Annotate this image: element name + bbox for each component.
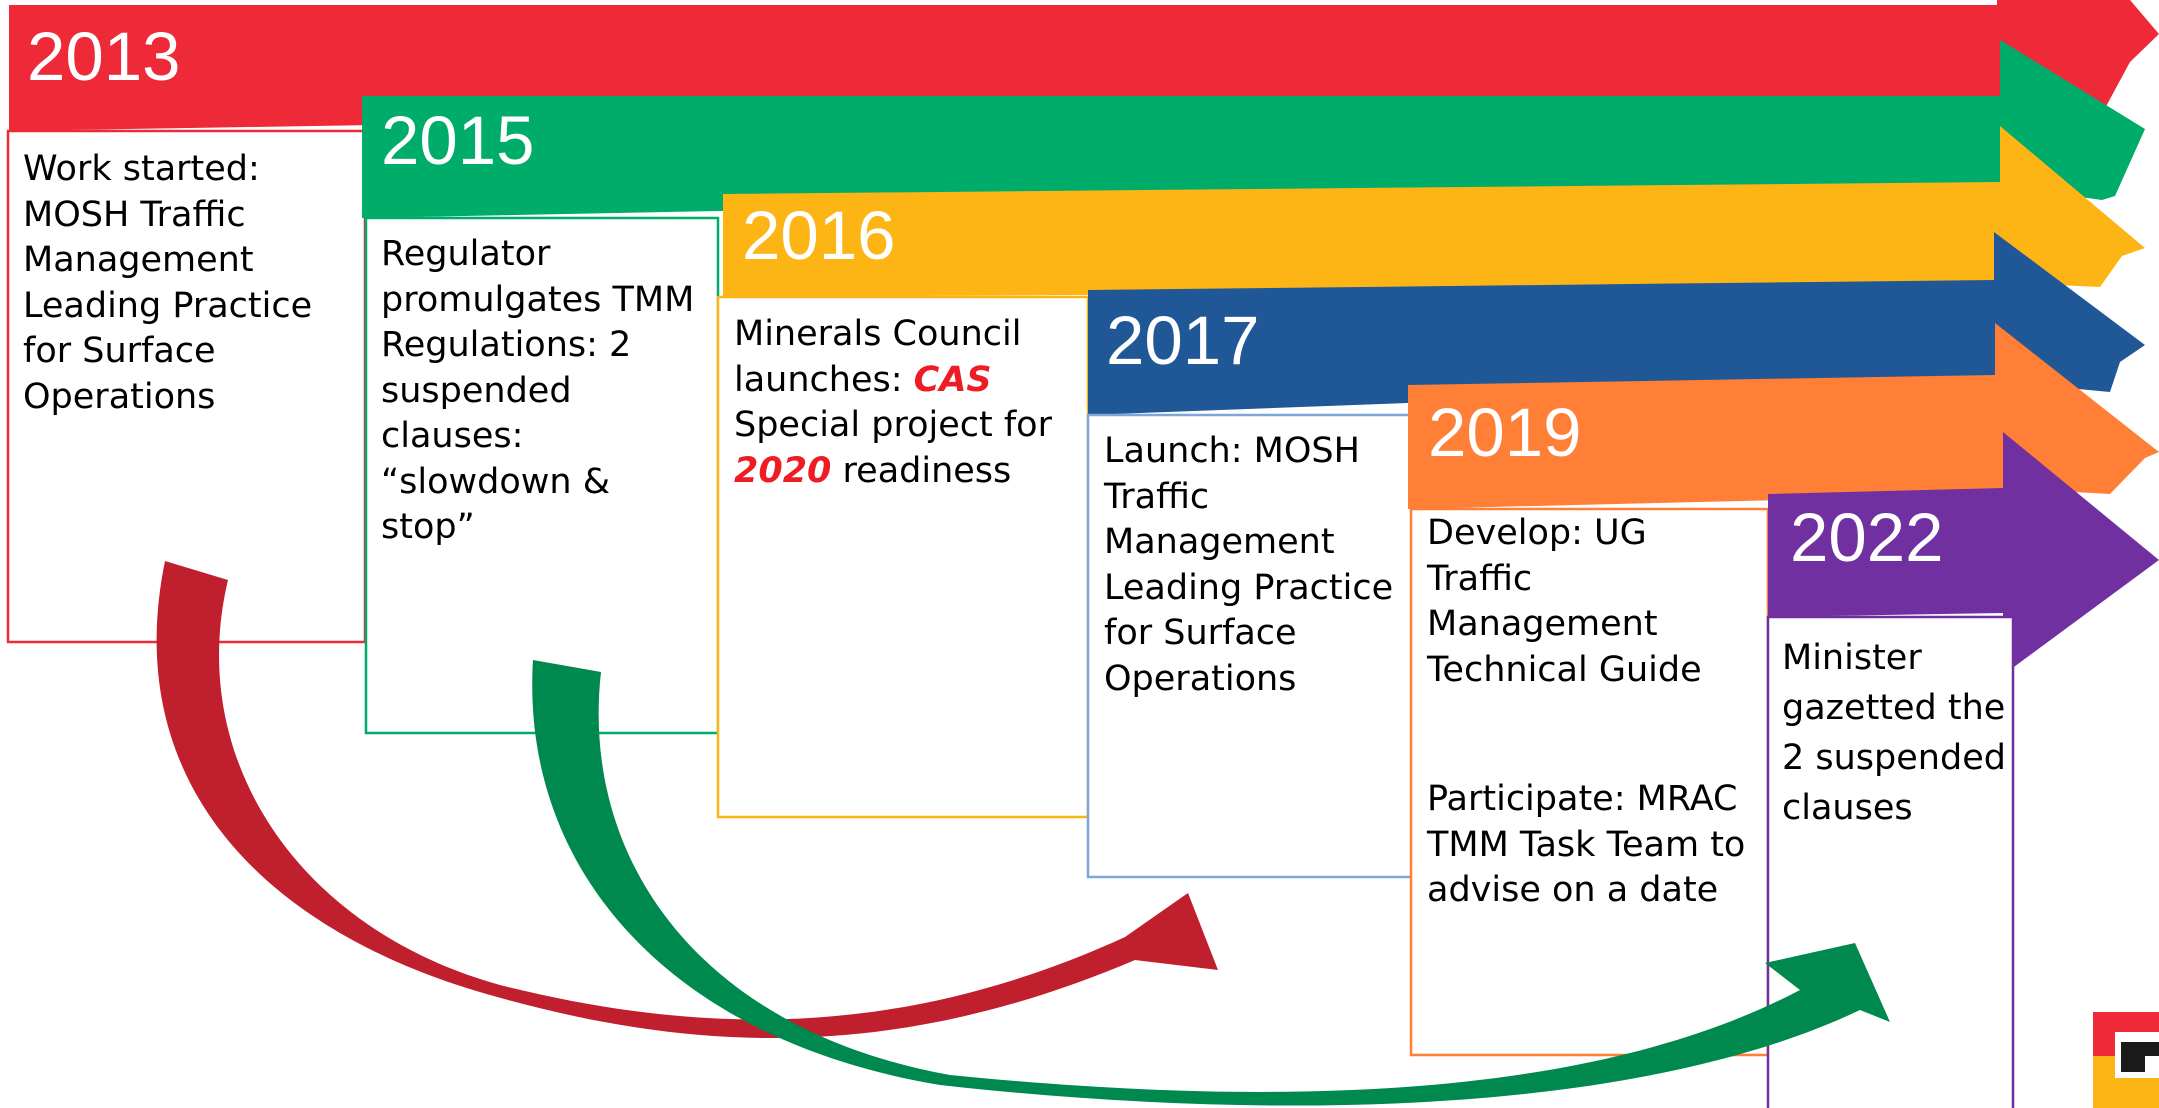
description-line: Special project for	[734, 405, 1052, 445]
box-2019	[1409, 507, 1770, 1057]
year-2022: 2022	[1790, 499, 1944, 576]
year-2013: 2013	[27, 18, 181, 95]
description-2019-participate: Participate: MRAC TMM Task Team to advis…	[1427, 777, 1745, 914]
description-2017: Launch: MOSH Traffic Management Leading …	[1104, 429, 1393, 702]
description-line: stop”	[381, 507, 475, 547]
band-2016	[723, 126, 2145, 297]
description-line: launches: CAS	[734, 358, 1052, 404]
cas-highlight: CAS	[913, 359, 992, 400]
description-line: Leading Practice	[1104, 567, 1394, 608]
description-line: Participate: MRAC	[1427, 779, 1738, 819]
description-line: for Surface	[1104, 613, 1297, 653]
year-2017: 2017	[1106, 302, 1260, 379]
description-line: 2 suspended	[1782, 738, 2006, 778]
description-line: Launch: MOSH	[1104, 431, 1360, 471]
year-2015: 2015	[381, 102, 535, 179]
year-2016: 2016	[742, 197, 896, 274]
year-2020-highlight: 2020	[734, 450, 832, 491]
description-line: TMM Task Team to	[1427, 824, 1746, 865]
description-2016: Minerals Council launches: CAS Special p…	[734, 312, 1052, 494]
description-line: Operations	[23, 376, 216, 417]
description-line: Technical Guide	[1427, 649, 1702, 690]
band-2015	[362, 40, 2145, 218]
description-line: promulgates TMM	[381, 279, 695, 320]
box-2017	[1086, 413, 1414, 879]
description-line: Management	[1104, 522, 1335, 562]
box-2016	[716, 295, 1090, 819]
description-text: launches:	[734, 359, 914, 400]
description-line: Management	[1427, 604, 1658, 644]
band-2022	[1768, 432, 2159, 675]
description-2015: Regulator promulgates TMM Regulations: 2…	[381, 232, 694, 551]
description-text: readiness	[831, 450, 1012, 491]
description-line: Minister	[1782, 638, 1922, 678]
description-line: Management	[23, 240, 254, 280]
description-line: Develop: UG	[1427, 513, 1647, 553]
year-2019: 2019	[1428, 394, 1582, 471]
description-line: advise on a date	[1427, 870, 1719, 910]
band-2017	[1088, 232, 2145, 415]
description-line: suspended	[381, 370, 572, 411]
minerals-council-logo-icon	[2093, 1012, 2159, 1108]
description-line: MOSH Traffic	[23, 194, 246, 235]
description-line: clauses	[1782, 788, 1913, 828]
description-2013: Work started: MOSH Traffic Management Le…	[23, 147, 312, 420]
description-line: Traffic	[1104, 476, 1210, 517]
description-line: Minerals Council	[734, 314, 1022, 354]
description-line: Work started:	[23, 149, 260, 189]
description-line: 2020 readiness	[734, 449, 1052, 495]
description-line: Regulations: 2	[381, 325, 632, 365]
description-line: Leading Practice	[23, 285, 313, 326]
description-line: Regulator	[381, 234, 551, 274]
description-line: clauses:	[381, 416, 524, 456]
band-2019	[1408, 323, 2159, 509]
description-2019: Develop: UG Traffic Management Technical…	[1427, 511, 1702, 693]
description-2022: Minister gazetted the 2 suspended clause…	[1782, 633, 2006, 833]
description-line: “slowdown &	[381, 461, 610, 502]
description-line: Traffic	[1427, 558, 1533, 599]
description-line: for Surface	[23, 331, 216, 371]
description-line: gazetted the	[1782, 688, 2006, 728]
description-line: Operations	[1104, 658, 1297, 699]
